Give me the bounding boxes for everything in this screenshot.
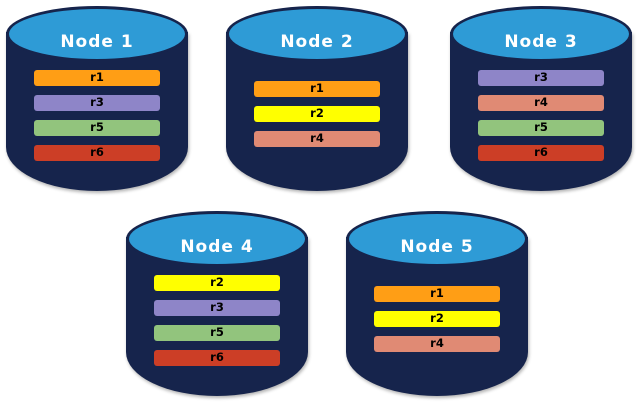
replica-bar[interactable]: r5 xyxy=(478,120,604,136)
replica-bar[interactable]: r1 xyxy=(374,286,500,302)
replica-bar[interactable]: r2 xyxy=(154,275,280,291)
cylinder-top-icon xyxy=(346,211,528,267)
replica-stack: r2 r3 r5 r6 xyxy=(126,237,308,396)
replica-bar[interactable]: r2 xyxy=(374,311,500,327)
replica-bar[interactable]: r6 xyxy=(478,145,604,161)
replica-bar[interactable]: r4 xyxy=(254,131,380,147)
replica-bar[interactable]: r4 xyxy=(374,336,500,352)
replica-bar[interactable]: r5 xyxy=(34,120,160,136)
cylinder-top-icon xyxy=(450,6,632,62)
replica-bar[interactable]: r5 xyxy=(154,325,280,341)
replica-bar[interactable]: r6 xyxy=(34,145,160,161)
replica-bar[interactable]: r3 xyxy=(478,70,604,86)
replica-stack: r3 r4 r5 r6 xyxy=(450,32,632,191)
replica-bar[interactable]: r2 xyxy=(254,106,380,122)
replica-stack: r1 r2 r4 xyxy=(346,237,528,396)
replica-bar[interactable]: r1 xyxy=(254,81,380,97)
cylinder-top-icon xyxy=(226,6,408,62)
replica-bar[interactable]: r1 xyxy=(34,70,160,86)
cylinder-top-icon xyxy=(126,211,308,267)
replica-stack: r1 r2 r4 xyxy=(226,32,408,191)
replica-bar[interactable]: r3 xyxy=(154,300,280,316)
replica-stack: r1 r3 r5 r6 xyxy=(6,32,188,191)
replica-bar[interactable]: r6 xyxy=(154,350,280,366)
replica-bar[interactable]: r4 xyxy=(478,95,604,111)
cylinder-top-icon xyxy=(6,6,188,62)
replica-bar[interactable]: r3 xyxy=(34,95,160,111)
